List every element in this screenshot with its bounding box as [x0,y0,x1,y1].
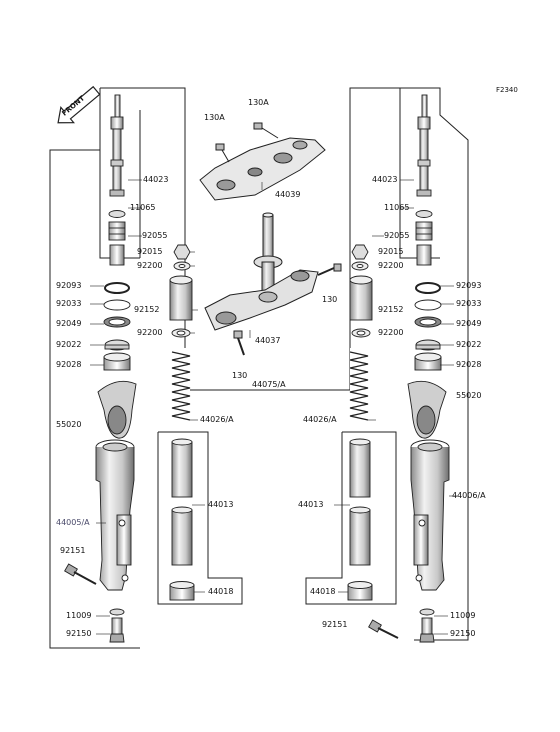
label-92200-left-top: 92200 [137,261,163,270]
label-44018-right: 44018 [310,587,336,596]
label-92015-left: 92015 [137,247,163,256]
diagram-code: F2340 [496,86,518,94]
label-92049-right: 92049 [456,319,482,328]
label-92028-left: 92028 [56,360,82,369]
label-92151-left: 92151 [60,546,86,555]
label-44023-right: 44023 [372,175,398,184]
label-92055-left: 92055 [142,231,168,240]
label-130-right: 130 [322,295,338,304]
inner-tubes [169,438,373,601]
label-44075: 44075/A [252,380,286,389]
label-92028-right: 92028 [456,360,482,369]
label-92152-left: 92152 [134,305,160,314]
label-92093-right: 92093 [456,281,482,290]
label-130-bottom: 130 [232,371,248,380]
frame-lines [49,87,469,649]
label-11009-right: 11009 [450,611,476,620]
steering-stem [204,212,342,356]
label-44023-left: 44023 [143,175,169,184]
label-44005: 44005/A [56,518,90,527]
label-92022-left: 92022 [56,340,82,349]
fork-springs [171,348,369,422]
label-44039: 44039 [275,190,301,199]
label-92152-right: 92152 [378,305,404,314]
label-92151-right: 92151 [322,620,348,629]
label-92150-right: 92150 [450,629,476,638]
label-11065-right: 11065 [384,203,410,212]
label-44037: 44037 [255,336,281,345]
label-92093-left: 92093 [56,281,82,290]
label-130A-left: 130A [204,113,225,122]
label-44018-left: 44018 [208,587,234,596]
label-11009-left: 11009 [66,611,92,620]
leader-lines [90,179,458,635]
label-44026-right: 44026/A [303,415,337,424]
label-44013-right: 44013 [298,500,324,509]
label-92022-right: 92022 [456,340,482,349]
label-44026-left: 44026/A [200,415,234,424]
label-92200-right-mid: 92200 [378,328,404,337]
label-55020-right: 55020 [456,391,482,400]
label-55020-left: 55020 [56,420,82,429]
label-92015-right: 92015 [378,247,404,256]
label-92200-left-mid: 92200 [137,328,163,337]
front-arrow [57,85,101,124]
label-92200-right-top: 92200 [378,261,404,270]
upper-triple-clamp [199,122,326,201]
label-92150-left: 92150 [66,629,92,638]
label-44013-left: 44013 [208,500,234,509]
label-92033-left: 92033 [56,299,82,308]
label-92049-left: 92049 [56,319,82,328]
label-92055-right: 92055 [384,231,410,240]
label-44006: 44006/A [452,491,486,500]
left-fork-parts [64,94,137,643]
label-92033-right: 92033 [456,299,482,308]
label-130A-right: 130A [248,98,269,107]
center-small-parts [169,244,373,338]
label-11065-left: 11065 [130,203,156,212]
right-fork-parts [368,94,450,643]
